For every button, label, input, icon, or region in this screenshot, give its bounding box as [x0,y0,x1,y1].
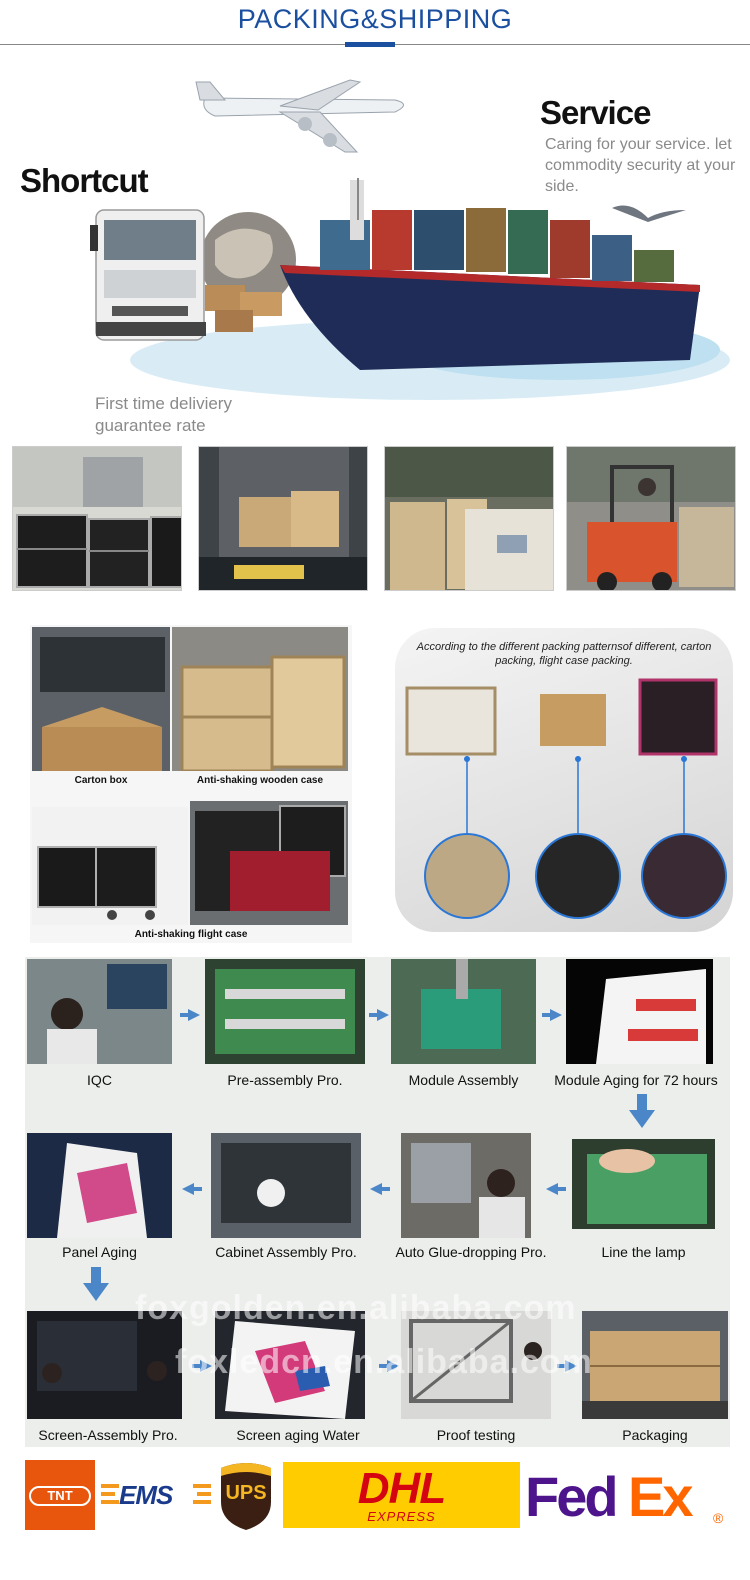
tnt-logo: TNT [25,1460,95,1530]
packing-patterns-panel: According to the different packing patte… [395,628,733,932]
airplane-graphic [195,79,404,153]
ems-stripes-icon [101,1484,211,1504]
carton-box-image [32,627,170,771]
process-image-cabinet-assembly [211,1133,361,1238]
flight-case-open-image [32,807,188,925]
process-image-iqc [27,959,172,1064]
process-step-label: Module Assembly [408,1072,519,1088]
process-image-panel-aging [27,1133,172,1238]
carton-box-caption: Carton box [74,775,128,786]
container-ship-graphic [280,178,700,370]
photo-flight-cases-warehouse [12,446,182,591]
ups-shield-icon [221,1463,271,1530]
hero-service-subtitle: Caring for your service. let commodity s… [545,136,736,195]
flight-case-caption: Anti-shaking flight case [134,929,248,940]
ups-logo-text: UPS [225,1482,267,1504]
flow-arrow-down-icon [629,1094,655,1128]
flight-case-red-image [190,801,348,925]
truck-graphic [90,209,206,341]
dhl-express-text: EXPRESS [367,1509,436,1524]
shipping-illustration [90,79,730,400]
fedex-logo-ex: Ex [628,1465,693,1528]
process-step-label: IQC [87,1072,112,1088]
hero-service-heading: Service [540,94,651,131]
process-step-label: Module Aging for 72 hours [554,1072,718,1088]
process-image-line-lamp [572,1139,715,1229]
globe-graphic [200,212,296,332]
process-step-label: Auto Glue-dropping Pro. [395,1244,547,1260]
process-step-label: Proof testing [436,1427,516,1443]
process-step-label: Panel Aging [62,1244,137,1260]
packing-methods-panel: Carton box Anti-shaking wooden case [30,625,352,943]
wooden-case-image [172,627,348,771]
flow-arrow-right-icon [369,1009,389,1021]
process-step-label: Packaging [622,1427,688,1443]
seagull-graphic [612,205,686,222]
process-step-label: Screen-Assembly Pro. [38,1427,178,1443]
fedex-registered-mark: ® [713,1510,724,1526]
tnt-logo-text: TNT [29,1486,91,1506]
watermark-text: foxgolden.en.alibaba.com [135,1289,577,1327]
flow-arrow-down-icon [83,1267,109,1301]
flow-arrow-right-icon [180,1009,200,1021]
process-step-label: Cabinet Assembly Pro. [215,1244,357,1260]
watermark-text: foxledcn.en.alibaba.com [175,1343,593,1381]
production-process-flow: IQC Pre-assembly Pro. Module Assembly Mo… [25,957,730,1447]
flow-arrow-left-icon [546,1183,566,1195]
flow-arrow-right-icon [557,1360,577,1372]
packing-patterns-text: According to the different packing patte… [416,641,712,667]
courier-logos: TNT EMS UPS DHL EXPRESS Fed Ex ® [25,1460,730,1530]
photo-container-loading [198,446,368,591]
ups-logo: UPS [217,1462,275,1530]
shipping-hero-banner: Shortcut Service Caring for your service… [0,60,750,440]
process-image-pre-assembly [205,959,365,1064]
hero-guarantee-text: First time deliviery guarantee rate [95,394,232,435]
header-accent-bar [345,42,395,47]
process-image-proof-testing [401,1311,551,1419]
dhl-logo: DHL EXPRESS [283,1462,520,1528]
flow-arrow-right-icon [542,1009,562,1021]
hero-shortcut-heading: Shortcut [20,162,149,199]
flow-arrow-left-icon [182,1183,202,1195]
process-step-label: Pre-assembly Pro. [227,1072,343,1088]
process-step-label: Line the lamp [601,1244,686,1260]
process-image-packaging [582,1311,728,1419]
process-image-screen-aging [215,1311,365,1419]
flow-arrow-right-icon [379,1360,399,1372]
wooden-case-caption: Anti-shaking wooden case [196,775,324,786]
fedex-logo: Fed Ex ® [525,1464,730,1530]
flow-arrow-right-icon [192,1360,212,1372]
photo-forklift [566,446,736,591]
fedex-logo-fed: Fed [525,1465,619,1528]
section-title: PACKING&SHIPPING [237,4,513,34]
ems-logo: EMS [101,1470,211,1518]
process-image-module-assembly [391,959,536,1064]
photo-wooden-crates [384,446,554,591]
section-header: PACKING&SHIPPING [0,0,750,50]
process-image-auto-glue [401,1133,531,1238]
ems-logo-text: EMS [119,1480,173,1510]
dhl-logo-text: DHL [357,1464,446,1513]
process-image-module-aging [566,959,713,1064]
process-step-label: Screen aging Water [236,1427,360,1443]
process-image-screen-assembly [27,1311,182,1419]
packing-patterns-graphic [405,678,727,919]
flow-arrow-left-icon [370,1183,390,1195]
